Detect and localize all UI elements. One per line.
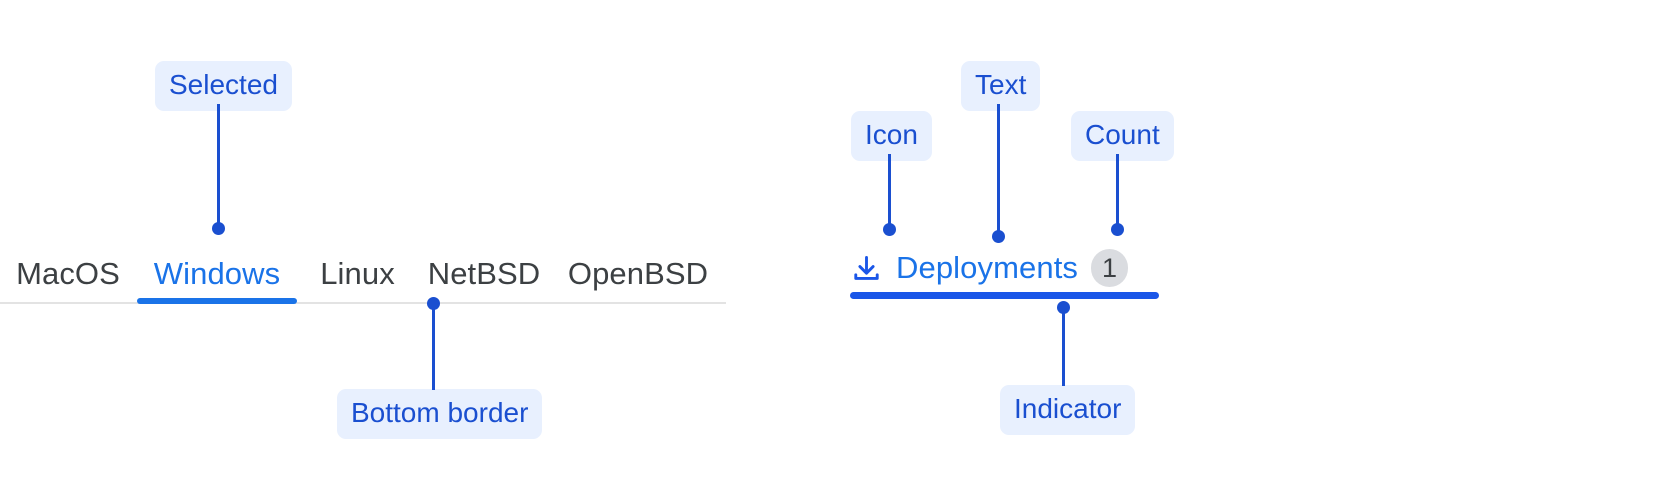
annotation-text: Text <box>961 61 1041 111</box>
tab-label: Windows <box>153 256 281 291</box>
annotation-selected: Selected <box>155 61 292 111</box>
tab-selected-underline <box>137 298 297 304</box>
leader-line-selected <box>217 104 220 228</box>
annotation-bottom-border: Bottom border <box>337 389 543 439</box>
leader-line-indicator <box>1062 306 1065 386</box>
leader-line-count <box>1116 154 1119 229</box>
tab-label: NetBSD <box>427 256 541 291</box>
leader-dot-selected <box>212 222 225 235</box>
tab-strip: MacOS Windows Linux NetBSD OpenBSD <box>0 246 726 304</box>
tab-linux[interactable]: Linux <box>306 246 409 302</box>
tab-label: MacOS <box>16 256 120 291</box>
tab-deployments-count-badge: 1 <box>1091 249 1129 287</box>
leader-dot-icon <box>883 223 896 236</box>
tabstrip-bottom-border <box>0 302 726 304</box>
annotation-icon: Icon <box>851 111 932 161</box>
annotation-count: Count <box>1071 111 1174 161</box>
leader-dot-bottom-border <box>427 297 440 310</box>
leader-line-icon <box>888 154 891 229</box>
tab-label: OpenBSD <box>567 256 709 291</box>
tab-netbsd[interactable]: NetBSD <box>418 246 550 302</box>
tab-macos[interactable]: MacOS <box>8 246 128 302</box>
tab-openbsd[interactable]: OpenBSD <box>560 246 716 302</box>
tab-label: Linux <box>320 256 395 291</box>
download-icon <box>854 255 879 280</box>
leader-dot-indicator <box>1057 301 1070 314</box>
leader-line-text <box>997 104 1000 236</box>
annotation-indicator: Indicator <box>1000 385 1136 435</box>
tab-deployments-label: Deployments <box>896 250 1079 285</box>
tab-windows[interactable]: Windows <box>137 246 297 302</box>
tab-deployments-indicator <box>850 292 1159 299</box>
leader-dot-text <box>992 230 1005 243</box>
tab-deployments[interactable]: Deployments 1 <box>850 243 1129 293</box>
leader-dot-count <box>1111 223 1124 236</box>
leader-line-bottom-border <box>432 308 435 390</box>
